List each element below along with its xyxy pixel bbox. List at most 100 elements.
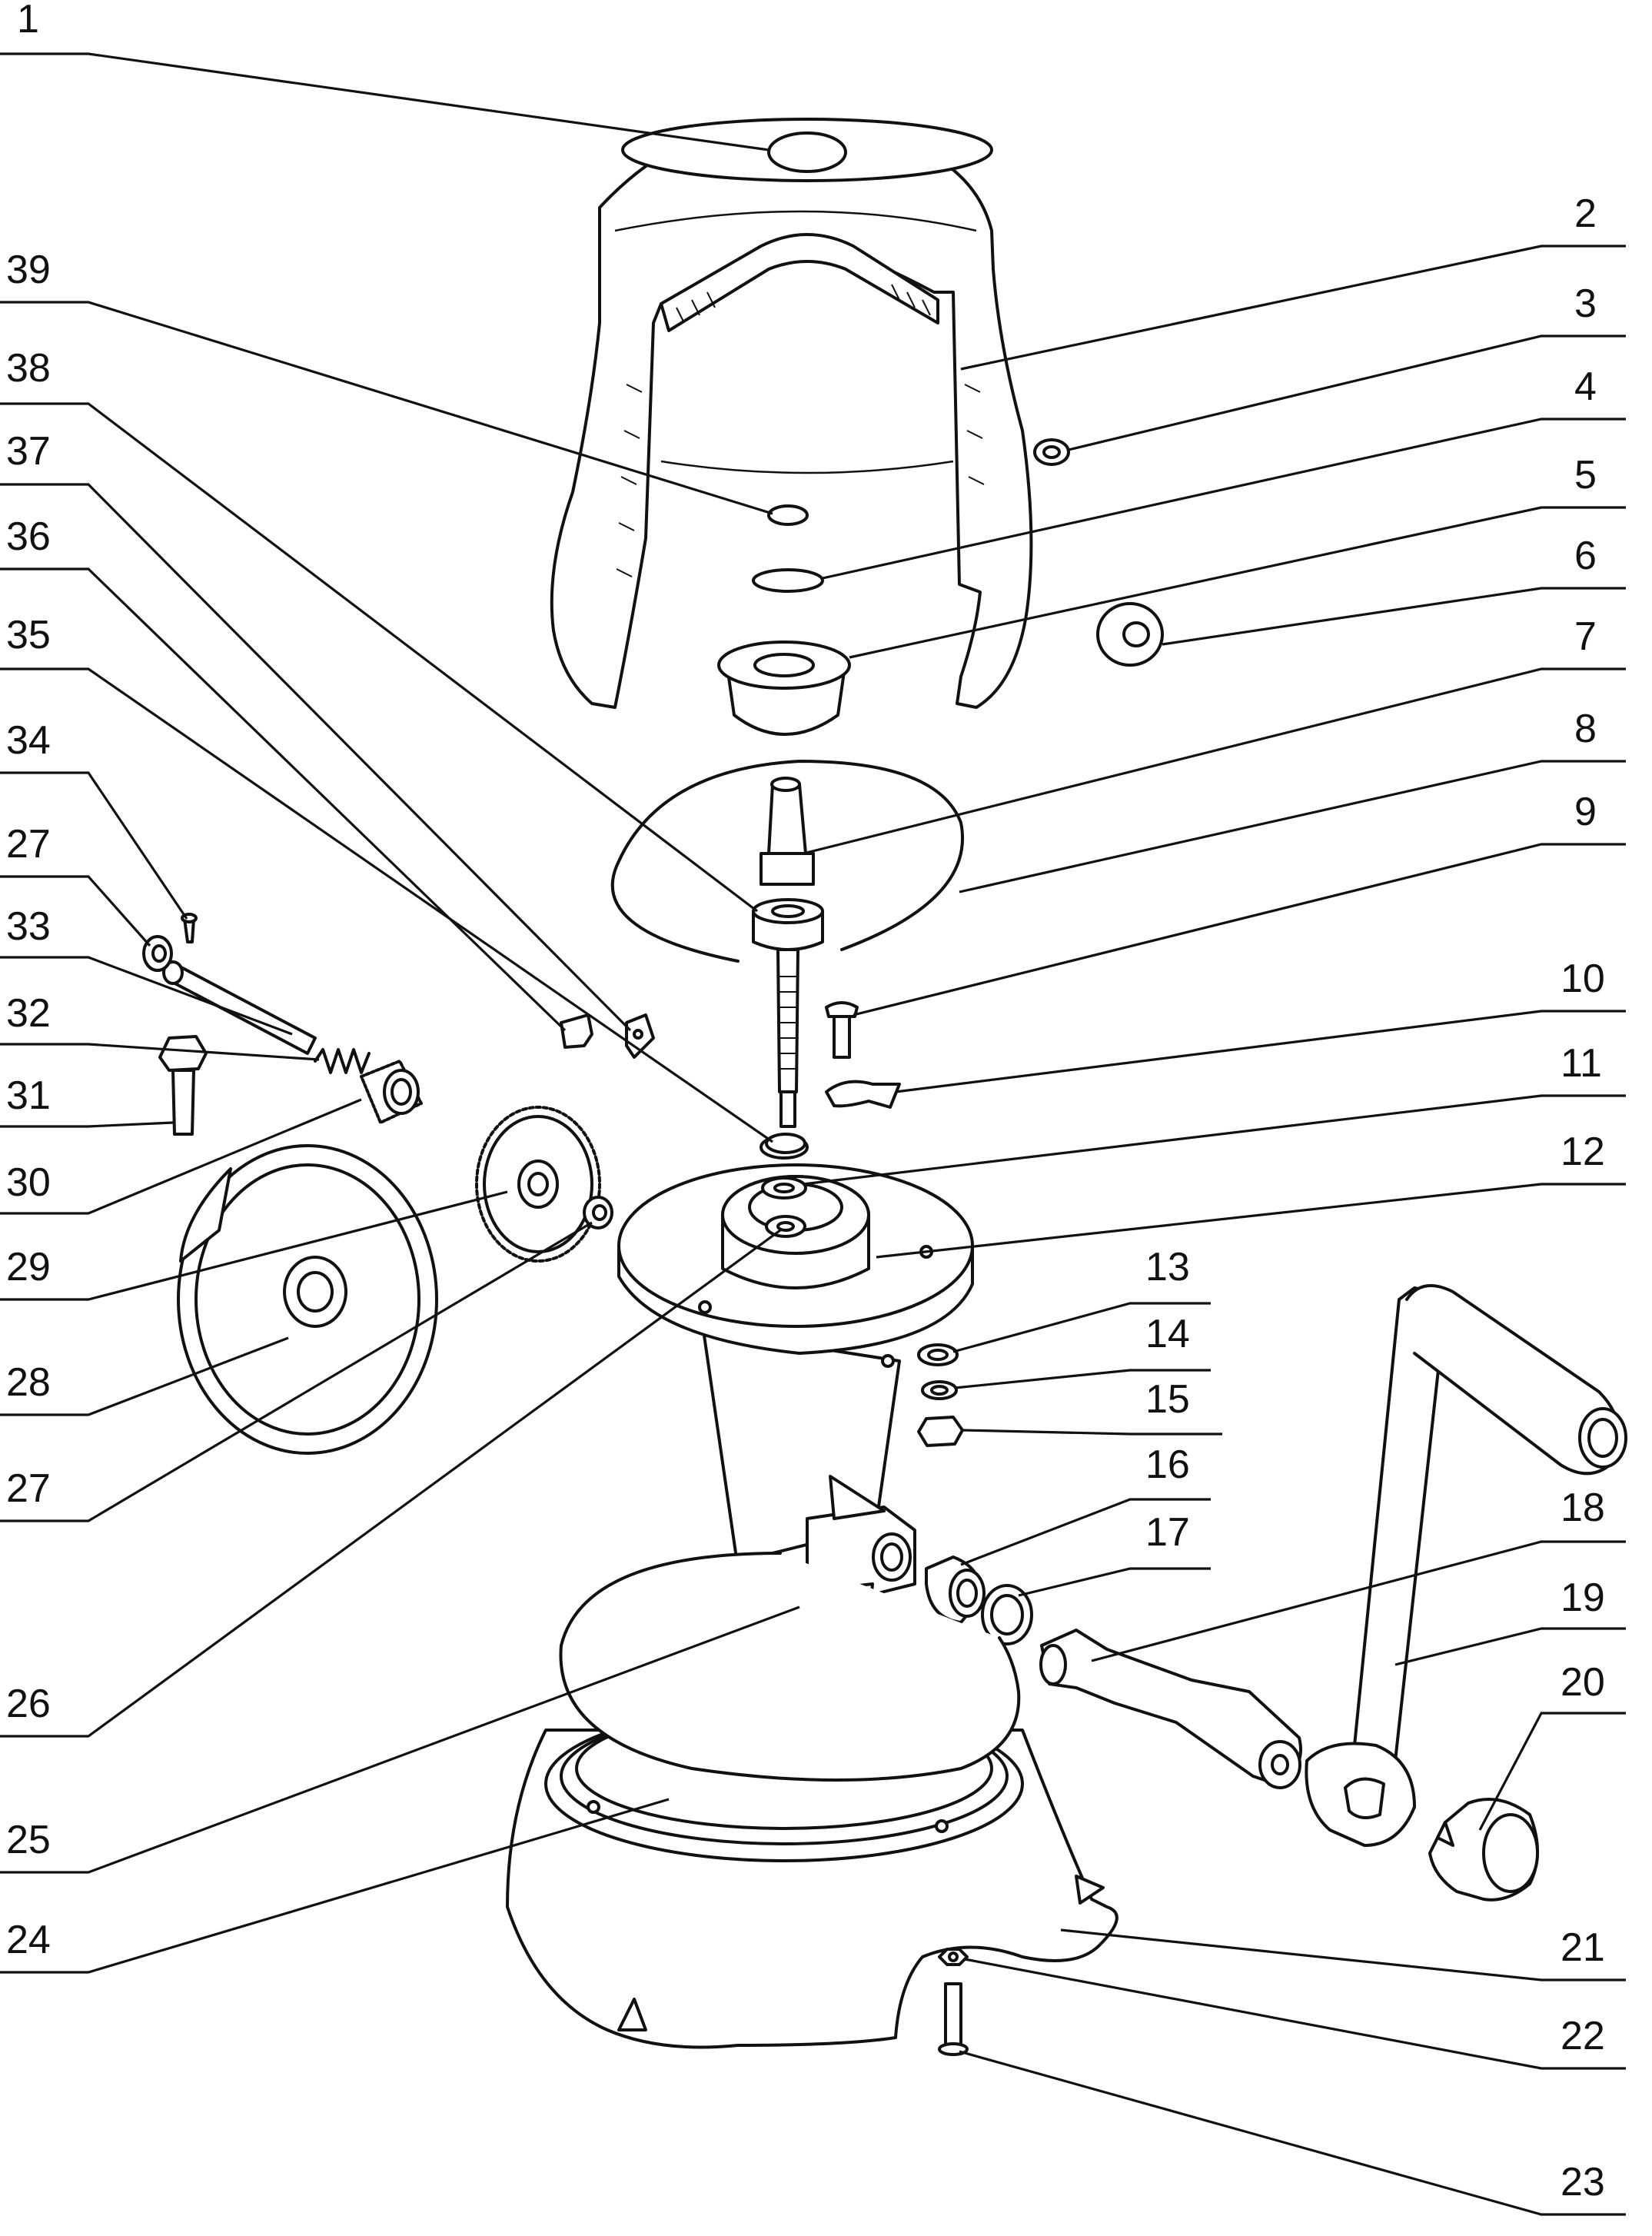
base-o-ring bbox=[559, 1552, 1021, 1782]
callout-33: 33 bbox=[0, 904, 293, 1036]
callout-label: 36 bbox=[6, 514, 51, 559]
callout-1: 1 bbox=[0, 0, 769, 151]
bushing-16 bbox=[925, 1556, 986, 1624]
callout-label: 38 bbox=[6, 346, 51, 391]
callout-label: 8 bbox=[1574, 707, 1597, 751]
callout-36: 36 bbox=[0, 514, 567, 1032]
input-shaft bbox=[1039, 1629, 1302, 1789]
callout-label: 3 bbox=[1574, 281, 1597, 326]
pinion bbox=[360, 1060, 423, 1124]
callout-22: 22 bbox=[964, 1958, 1626, 2070]
small-disc bbox=[767, 504, 809, 526]
callout-label: 15 bbox=[1145, 1377, 1190, 1422]
screw-23 bbox=[938, 1982, 969, 2056]
callout-37: 37 bbox=[0, 429, 632, 1032]
callout-16: 16 bbox=[960, 1442, 1211, 1566]
callout-label: 12 bbox=[1561, 1130, 1605, 1174]
medium-gear bbox=[475, 1106, 601, 1263]
callout-20: 20 bbox=[1478, 1660, 1626, 1831]
callout-label: 4 bbox=[1574, 364, 1597, 409]
parts-drawing bbox=[142, 118, 1627, 2056]
callout-7: 7 bbox=[803, 614, 1626, 855]
callout-label: 26 bbox=[6, 1682, 51, 1726]
small-screw bbox=[181, 913, 198, 943]
callout-label: 17 bbox=[1145, 1510, 1190, 1555]
callout-24: 24 bbox=[0, 1798, 670, 1974]
callout-23: 23 bbox=[959, 2050, 1626, 2216]
callout-15: 15 bbox=[962, 1377, 1222, 1436]
callout-label: 22 bbox=[1561, 2014, 1605, 2058]
bushing bbox=[717, 641, 851, 736]
callout-34: 34 bbox=[0, 718, 188, 920]
flat-washer bbox=[752, 568, 824, 593]
callout-31: 31 bbox=[0, 1073, 174, 1128]
hex-bolt bbox=[158, 1035, 208, 1136]
callout-4: 4 bbox=[822, 364, 1626, 580]
callout-label: 21 bbox=[1561, 1925, 1605, 1970]
callout-label: 29 bbox=[6, 1245, 51, 1289]
crank-handle bbox=[1305, 1284, 1627, 1902]
callout-label: 25 bbox=[6, 1818, 51, 1862]
callout-label: 2 bbox=[1574, 191, 1597, 236]
callout-35: 35 bbox=[0, 613, 773, 1143]
callout-label: 13 bbox=[1145, 1245, 1190, 1289]
callout-27-bottom: 27 bbox=[0, 1221, 593, 1522]
callout-label: 39 bbox=[6, 248, 51, 292]
washer-27-top-hole bbox=[151, 944, 167, 963]
small-nut-hole bbox=[1042, 445, 1061, 459]
washer-27-hole bbox=[592, 1204, 607, 1221]
callout-label: 32 bbox=[6, 991, 51, 1036]
callout-12: 12 bbox=[876, 1130, 1626, 1259]
callout-label: 5 bbox=[1574, 453, 1597, 497]
clip-10 bbox=[825, 1080, 901, 1109]
callout-19: 19 bbox=[1394, 1576, 1626, 1666]
callout-14: 14 bbox=[954, 1312, 1211, 1389]
callout-label: 35 bbox=[6, 613, 51, 657]
callout-3: 3 bbox=[1068, 281, 1626, 451]
callout-29: 29 bbox=[0, 1190, 508, 1301]
spindle bbox=[752, 777, 824, 1128]
callout-13: 13 bbox=[952, 1245, 1211, 1353]
bolt-9 bbox=[825, 1001, 859, 1059]
callout-label: 20 bbox=[1561, 1660, 1605, 1705]
washer-13-hole bbox=[927, 1349, 949, 1361]
callout-label: 9 bbox=[1574, 790, 1597, 834]
spring bbox=[314, 1048, 371, 1074]
hex-nut-15 bbox=[917, 1416, 964, 1447]
callout-2: 2 bbox=[960, 191, 1626, 371]
callout-21: 21 bbox=[1060, 1925, 1626, 1981]
callout-27-top: 27 bbox=[0, 822, 151, 947]
callout-26: 26 bbox=[0, 1229, 781, 1738]
callout-label: 1 bbox=[17, 0, 39, 42]
callout-9: 9 bbox=[853, 790, 1626, 1017]
callout-5: 5 bbox=[849, 453, 1626, 659]
callout-label: 27 bbox=[6, 822, 51, 867]
washer-14-hole bbox=[930, 1385, 949, 1396]
callout-label: 27 bbox=[6, 1466, 51, 1511]
callout-28: 28 bbox=[0, 1336, 289, 1416]
callout-11: 11 bbox=[803, 1041, 1626, 1186]
pin-shaft bbox=[162, 960, 317, 1055]
callout-8: 8 bbox=[959, 707, 1626, 893]
callout-30: 30 bbox=[0, 1098, 362, 1215]
ring-17-hole bbox=[990, 1594, 1024, 1635]
upper-housing bbox=[550, 118, 1033, 709]
callout-label: 6 bbox=[1574, 534, 1597, 578]
washer-11 bbox=[765, 1133, 806, 1154]
callout-label: 14 bbox=[1145, 1312, 1190, 1356]
callout-label: 37 bbox=[6, 429, 51, 474]
callout-label: 18 bbox=[1561, 1486, 1605, 1530]
callout-18: 18 bbox=[1091, 1486, 1626, 1662]
nut-22 bbox=[938, 1948, 969, 1966]
callout-label: 23 bbox=[1561, 2160, 1605, 2204]
callout-label: 30 bbox=[6, 1160, 51, 1205]
callout-label: 34 bbox=[6, 718, 51, 763]
callout-label: 7 bbox=[1574, 614, 1597, 659]
callout-6: 6 bbox=[1162, 534, 1626, 646]
callout-label: 10 bbox=[1561, 957, 1605, 1001]
callout-label: 11 bbox=[1561, 1041, 1602, 1086]
callout-labels: 1 39 38 37 36 35 34 27 bbox=[0, 0, 1626, 2216]
callout-label: 19 bbox=[1561, 1576, 1605, 1620]
callout-10: 10 bbox=[895, 957, 1626, 1093]
